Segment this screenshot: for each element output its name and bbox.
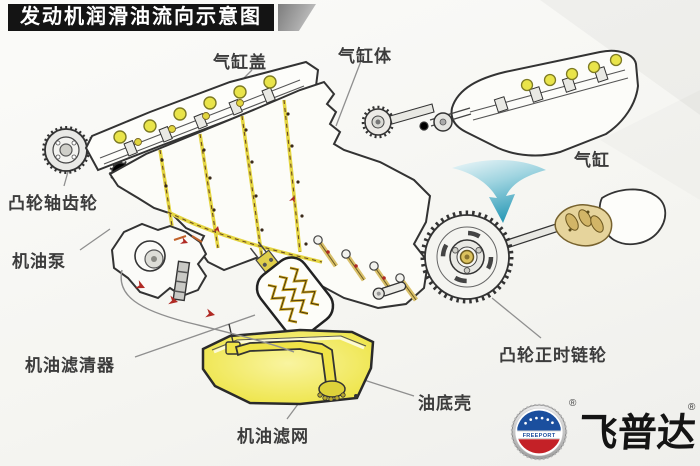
oil-gallery-lines <box>158 99 323 264</box>
freeport-badge-icon: FREEPORT <box>510 403 568 461</box>
label-cylinder-block: 气缸体 <box>338 47 392 66</box>
brand-name: 飞普达 <box>577 412 698 455</box>
registered-mark-icon: ® <box>688 402 696 413</box>
label-oil-strainer: 机油滤网 <box>237 427 309 446</box>
flow-direction-arrow-icons <box>134 196 296 318</box>
label-cylinder-head-cover: 气缸盖 <box>213 53 267 72</box>
cam-timing-sprocket-drawing <box>372 188 667 304</box>
oil-pump-drawing <box>110 222 208 302</box>
cylinder-drawing <box>419 49 640 157</box>
valve-spring-icons <box>113 75 277 144</box>
page-title: 发动机润滑油流向示意图 <box>20 6 262 28</box>
label-camshaft-gear: 凸轮轴齿轮 <box>8 194 98 213</box>
badge-stars <box>524 416 554 425</box>
down-swoosh-arrow-icon <box>452 159 546 223</box>
brand-logo: FREEPORT ® 飞普达 ® <box>505 398 700 464</box>
oil-flow-path <box>120 196 296 353</box>
oil-pan-drawing <box>201 323 375 406</box>
valve-spring-icons <box>520 53 623 92</box>
connecting-rods-drawing <box>313 235 419 302</box>
oil-filter-drawing <box>249 241 335 338</box>
title-banner: 发动机润滑油流向示意图 <box>8 4 274 31</box>
oil-passage-dots <box>160 112 308 246</box>
badge-text: FREEPORT <box>523 433 556 439</box>
label-cam-timing-sprocket: 凸轮正时链轮 <box>499 346 607 365</box>
registered-mark-icon: ® <box>569 398 577 409</box>
label-oil-pan: 油底壳 <box>418 394 472 413</box>
cylinder-head-cover-drawing <box>84 60 320 172</box>
cylinder-block-drawing <box>108 80 435 310</box>
label-oil-filter: 机油滤清器 <box>25 356 115 375</box>
label-oil-pump: 机油泵 <box>12 252 66 271</box>
label-cylinder: 气缸 <box>574 151 610 170</box>
oil-strainer-drawing <box>317 380 346 402</box>
